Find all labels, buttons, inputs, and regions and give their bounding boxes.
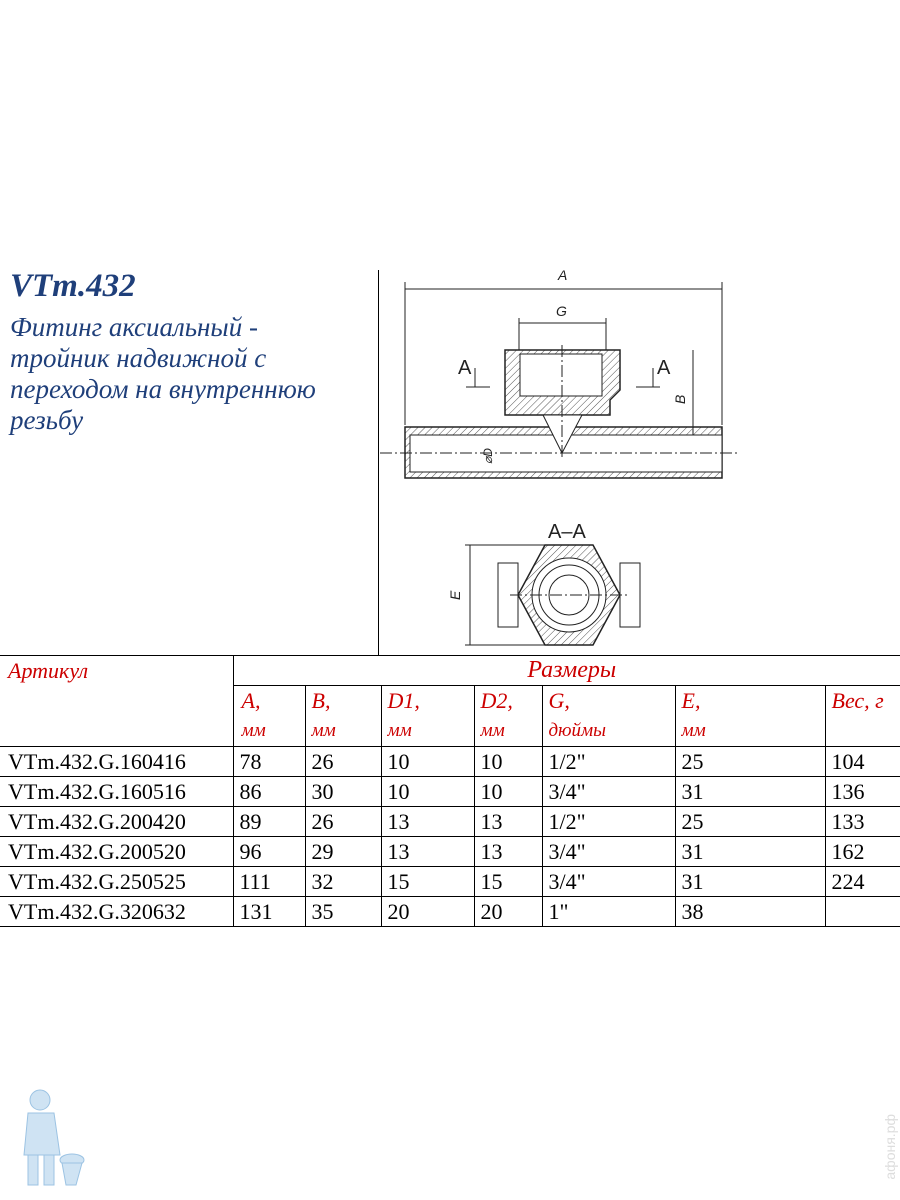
value-cell: 111 — [232, 866, 306, 897]
article-cell: VTm.432.G.320632 — [0, 896, 234, 927]
value-cell: 31 — [674, 836, 826, 867]
column-header: A,мм — [233, 685, 306, 747]
value-cell: 13 — [380, 836, 475, 867]
value-cell: 10 — [380, 746, 475, 777]
value-cell: 13 — [473, 836, 543, 867]
dim-label-a: A — [557, 267, 567, 283]
value-cell: 89 — [232, 806, 306, 837]
article-cell: VTm.432.G.200520 — [0, 836, 234, 867]
dim-label-d: ⌀D — [481, 448, 495, 464]
product-code: VTm.432 — [10, 268, 136, 304]
value-cell: 131 — [232, 896, 306, 927]
value-cell: 78 — [232, 746, 306, 777]
value-cell: 15 — [473, 866, 543, 897]
value-cell: 13 — [380, 806, 475, 837]
value-cell: 20 — [473, 896, 543, 927]
value-cell: 3/4" — [541, 776, 676, 807]
value-cell: 25 — [674, 746, 826, 777]
watermark: афоня.рф — [882, 1114, 898, 1180]
column-header: D2,мм — [473, 685, 543, 747]
value-cell: 1" — [541, 896, 676, 927]
article-cell: VTm.432.G.160516 — [0, 776, 234, 807]
value-cell: 86 — [232, 776, 306, 807]
article-cell: VTm.432.G.250525 — [0, 866, 234, 897]
value-cell: 1/2" — [541, 806, 676, 837]
value-cell: 38 — [674, 896, 826, 927]
value-cell: 162 — [824, 836, 900, 867]
column-header: B,мм — [304, 685, 382, 747]
value-cell: 30 — [304, 776, 382, 807]
value-cell: 26 — [304, 746, 382, 777]
dim-label-g: G — [556, 303, 567, 319]
value-cell: 224 — [824, 866, 900, 897]
article-header: Артикул — [0, 655, 234, 747]
column-header: E,мм — [674, 685, 826, 747]
column-header: G,дюймы — [541, 685, 676, 747]
cut-label-left: A — [458, 357, 472, 379]
value-cell: 3/4" — [541, 836, 676, 867]
divider — [378, 270, 379, 655]
value-cell — [824, 896, 900, 927]
value-cell: 32 — [304, 866, 382, 897]
value-cell: 25 — [674, 806, 826, 837]
column-header: D1,мм — [380, 685, 475, 747]
value-cell: 13 — [473, 806, 543, 837]
value-cell: 104 — [824, 746, 900, 777]
value-cell: 10 — [473, 776, 543, 807]
dim-label-e: E — [447, 590, 463, 600]
value-cell: 3/4" — [541, 866, 676, 897]
sizes-header: Размеры — [232, 655, 900, 686]
value-cell: 29 — [304, 836, 382, 867]
value-cell: 10 — [473, 746, 543, 777]
sizes-table: Артикул Размеры A,мм B,мм D1,мм D2,мм G,… — [0, 655, 900, 927]
value-cell: 31 — [674, 776, 826, 807]
cut-label-right: A — [657, 357, 671, 379]
article-cell: VTm.432.G.160416 — [0, 746, 234, 777]
column-headers: A,мм B,мм D1,мм D2,мм G,дюймы E,мм Вес, … — [0, 685, 900, 747]
value-cell: 20 — [380, 896, 475, 927]
value-cell: 10 — [380, 776, 475, 807]
value-cell: 1/2" — [541, 746, 676, 777]
article-cell: VTm.432.G.200420 — [0, 806, 234, 837]
section-label: A–A — [548, 521, 586, 543]
value-cell: 96 — [232, 836, 306, 867]
column-header: Вес, г — [824, 685, 900, 747]
value-cell: 35 — [304, 896, 382, 927]
value-cell: 133 — [824, 806, 900, 837]
product-name: Фитинг аксиальный - тройник надвижной с … — [10, 312, 316, 436]
value-cell: 136 — [824, 776, 900, 807]
value-cell: 15 — [380, 866, 475, 897]
value-cell: 31 — [674, 866, 826, 897]
dim-label-b: B — [672, 395, 688, 404]
plumber-logo-icon — [23, 1089, 85, 1186]
value-cell: 26 — [304, 806, 382, 837]
technical-drawing: A G B ⌀D E A–A A A — [380, 267, 740, 646]
